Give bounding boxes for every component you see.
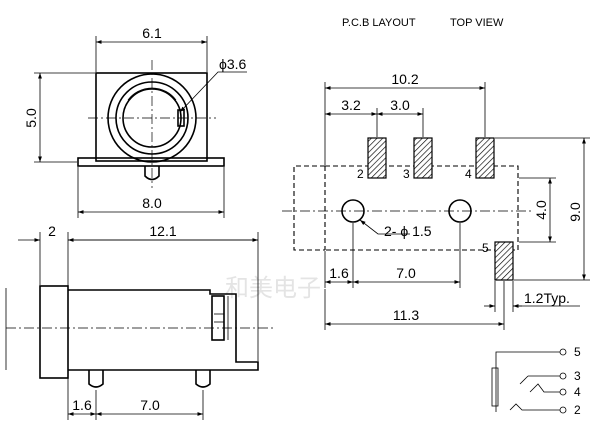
pcb-pad-spacing-b-label: 3.0 (390, 97, 410, 113)
schematic-terminal-4 (559, 388, 567, 396)
pcb-view: P.C.B LAYOUT TOP VIEW 2 3 4 5 10.2 3.2 3… (282, 17, 590, 330)
side-total-label: 12.1 (149, 223, 176, 239)
dim-hole-leader (179, 71, 247, 113)
schematic-pin-5: 5 (574, 345, 581, 359)
front-center-pin (144, 166, 160, 181)
schematic-pin-2: 2 (574, 403, 581, 417)
side-body-outline (68, 289, 259, 371)
schematic-symbol: 5 3 4 2 (491, 345, 581, 417)
pin-label-3: 3 (403, 167, 410, 181)
pcb-pad-width-label: 1.2Typ. (524, 290, 570, 306)
pad-pin-4 (475, 137, 495, 179)
schematic-pin-4: 4 (574, 385, 581, 399)
pin-label-4: 4 (465, 167, 472, 181)
front-base-flange (77, 157, 225, 167)
pcb-height-label: 9.0 (567, 202, 583, 222)
schematic-terminal-2 (559, 406, 567, 414)
front-housing (95, 72, 208, 162)
pcb-length-label: 11.3 (393, 307, 419, 323)
side-front-collar (39, 285, 69, 379)
dim-hole-callout-leader (359, 219, 410, 235)
pcb-hole-offset-label: 1.6 (329, 265, 349, 281)
side-pin-spacing-label: 7.0 (140, 397, 160, 413)
pad-pin-2 (367, 137, 387, 179)
side-pin-offset-label: 1.6 (72, 397, 92, 413)
pad-pin-5 (494, 241, 514, 281)
pcb-pad-spacing-a-label: 3.2 (341, 97, 361, 113)
pin-label-2: 2 (357, 167, 364, 181)
side-view: 2 12.1 1.6 7.0 (5, 223, 275, 420)
side-pin-left (88, 370, 104, 388)
schematic-terminal-5 (559, 348, 567, 356)
schematic-frame (495, 351, 560, 412)
side-pin-right (195, 370, 211, 388)
schematic-sleeve (491, 367, 499, 407)
top-view-title: TOP VIEW (450, 17, 504, 29)
pcb-hole-spacing-label: 7.0 (396, 265, 416, 281)
hole-diameter-label: ϕ3.6 (219, 56, 247, 72)
front-height-label: 5.0 (23, 108, 39, 128)
front-width-label: 6.1 (142, 25, 162, 41)
front-ring-arc (127, 87, 177, 101)
side-front-length-label: 2 (48, 223, 56, 239)
pcb-total-width-label: 10.2 (391, 71, 418, 87)
front-view: 6.1 5.0 ϕ3.6 8.0 (23, 25, 247, 218)
pcb-hole-callout-label: 2- ϕ 1.5 (384, 223, 432, 239)
pad-pin-3 (413, 137, 433, 179)
watermark: 和美电子 (225, 275, 321, 302)
pcb-hole-spacing-v-label: 4.0 (533, 200, 549, 220)
pcb-layout-title: P.C.B LAYOUT (342, 17, 416, 29)
schematic-pin-3: 3 (574, 369, 581, 383)
pin-label-5: 5 (482, 241, 489, 255)
front-base-label: 8.0 (142, 195, 162, 211)
side-latch (211, 295, 225, 341)
schematic-terminal-3 (559, 372, 567, 380)
